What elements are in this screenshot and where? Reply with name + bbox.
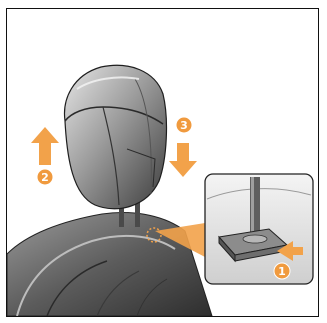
svg-text:1: 1 — [278, 265, 286, 278]
callout-1: 1 — [274, 263, 290, 279]
up-arrow-icon — [31, 127, 59, 165]
inset-detail — [205, 174, 313, 284]
headrest — [65, 65, 167, 208]
callout-3: 3 — [176, 117, 192, 133]
headrest-adjustment-illustration: 2 3 1 — [7, 9, 318, 316]
callout-2: 2 — [37, 169, 53, 185]
svg-text:2: 2 — [41, 171, 49, 184]
down-arrow-icon — [169, 143, 197, 177]
svg-text:3: 3 — [180, 119, 188, 132]
figure-frame: 2 3 1 — [6, 8, 319, 317]
